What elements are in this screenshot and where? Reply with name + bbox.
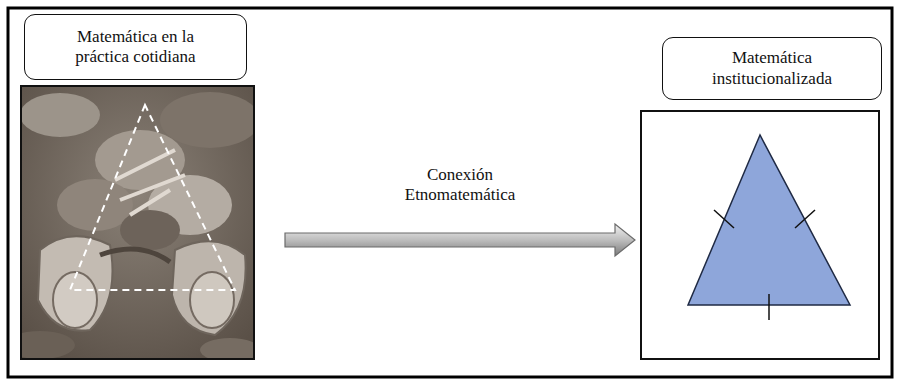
heading-box: Matemática institucionalizada xyxy=(662,37,882,100)
panel-frame: Matemática en la práctica cotidiana xyxy=(20,85,255,360)
panel-frame: Matemática institucionalizada xyxy=(640,110,880,360)
heading-box: Matemática en la práctica cotidiana xyxy=(24,14,247,80)
equilateral-triangle xyxy=(688,135,850,320)
connection-arrow xyxy=(285,224,635,256)
ground-photo xyxy=(5,85,260,362)
outer-frame xyxy=(8,8,892,377)
arrow-label: Conexión Etnomatemática xyxy=(382,165,538,206)
panel-heading: Matemática institucionalizada xyxy=(687,48,857,89)
panel-heading: Matemática en la práctica cotidiana xyxy=(53,27,218,68)
